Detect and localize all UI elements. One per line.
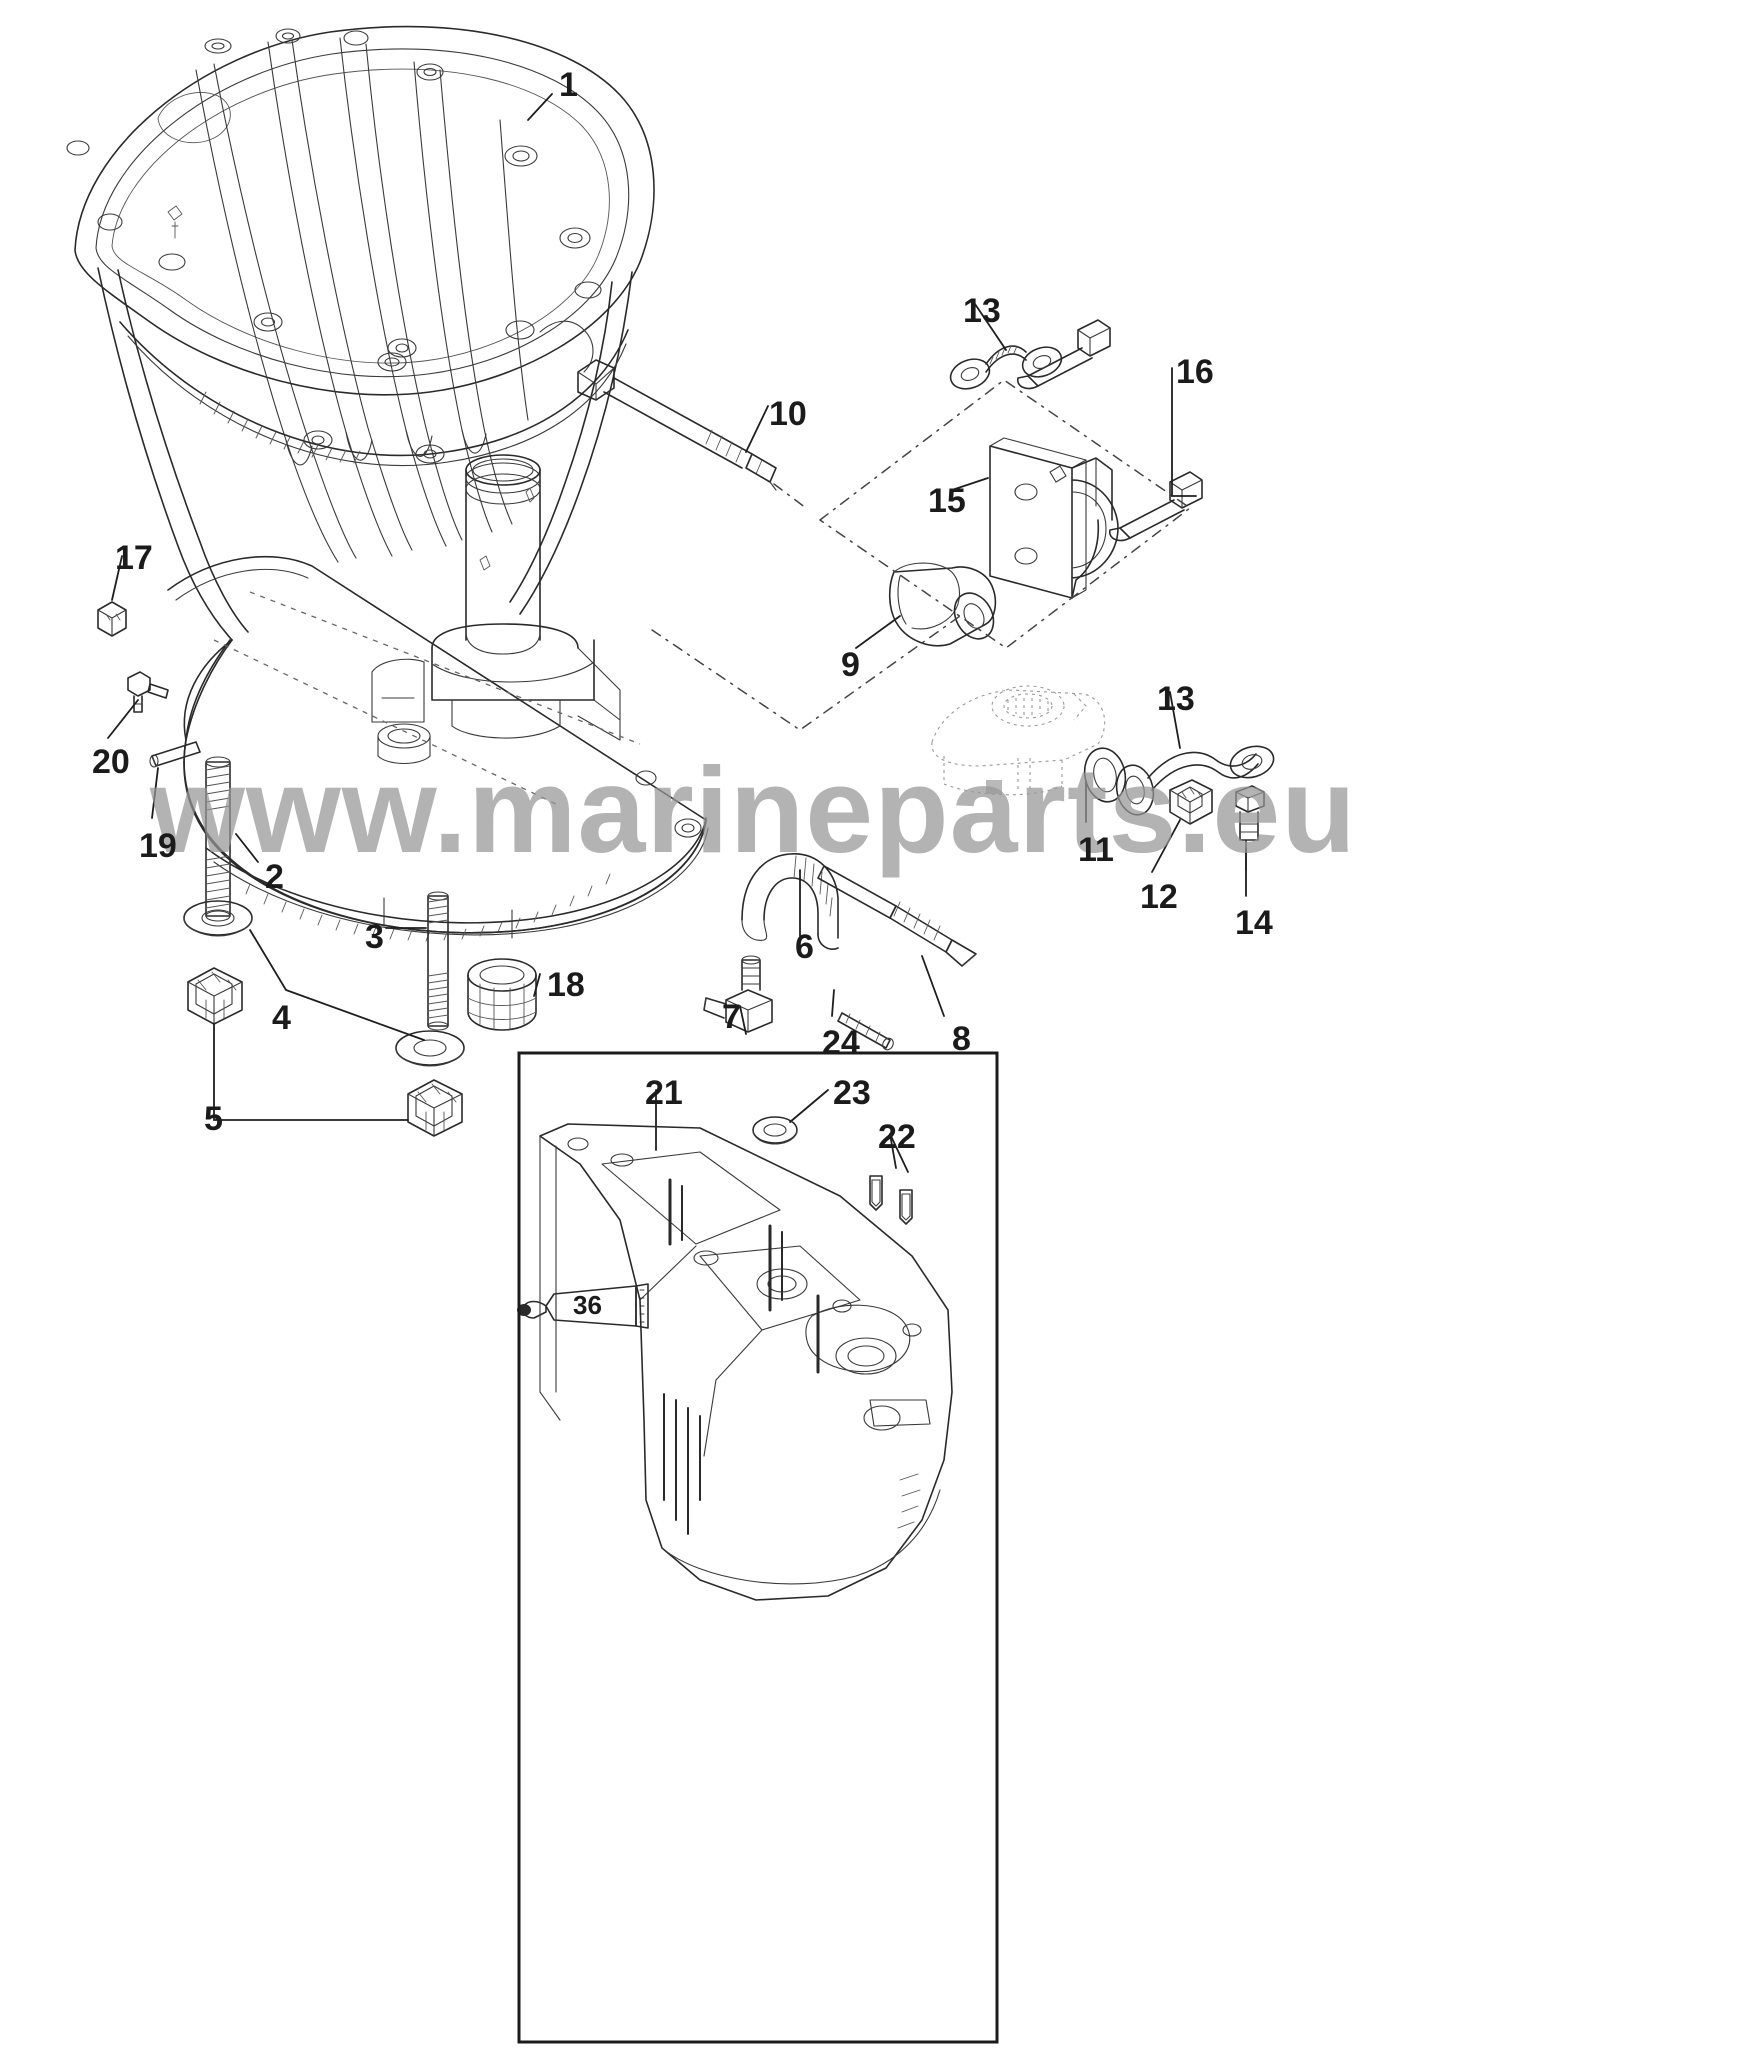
callout-15: 15 xyxy=(928,482,966,520)
part-15-clamp-bracket xyxy=(989,437,1119,599)
callout-13-lower: 13 xyxy=(1157,680,1195,718)
callout-18: 18 xyxy=(547,966,585,1004)
inset-frame xyxy=(517,1051,999,2044)
callout-16: 16 xyxy=(1176,353,1214,391)
part-9-mount-bushing xyxy=(888,562,997,647)
callout-14: 14 xyxy=(1235,904,1273,942)
part-23-washer xyxy=(752,1116,798,1145)
part-18-seal-ring xyxy=(467,958,537,1031)
part-6-hose xyxy=(741,853,839,950)
part-11-grommet xyxy=(1083,747,1155,816)
part-17-plug xyxy=(97,601,127,637)
phantom-locator-upper xyxy=(818,379,1192,649)
callout-2: 2 xyxy=(265,858,284,896)
callout-22: 22 xyxy=(878,1118,916,1156)
part-driveshaft-housing xyxy=(66,25,709,942)
part-19-pin xyxy=(149,741,201,768)
part-13-ground-wire-lower xyxy=(1147,745,1275,791)
part-24-roll-pin xyxy=(837,1012,894,1051)
part-5-locknuts xyxy=(187,967,463,1137)
part-14-screw xyxy=(1235,785,1265,871)
callout-3: 3 xyxy=(365,918,384,956)
part-21-lower-mount-bracket xyxy=(539,1123,953,1601)
callout-21: 21 xyxy=(645,1074,683,1112)
callout-10: 10 xyxy=(769,395,807,433)
callout-12: 12 xyxy=(1140,878,1178,916)
part-8-screw xyxy=(817,865,977,967)
leader-lines xyxy=(107,93,1247,1173)
part-2-stud xyxy=(205,756,231,922)
ghost-swivel-bracket xyxy=(931,685,1106,796)
callout-11: 11 xyxy=(1078,831,1114,869)
callout-1: 1 xyxy=(559,66,578,104)
part-4-washers xyxy=(183,900,465,1067)
callout-13-upper: 13 xyxy=(963,292,1001,330)
part-10-long-bolt xyxy=(577,359,777,491)
callout-24: 24 xyxy=(822,1024,860,1062)
callout-19: 19 xyxy=(139,827,177,865)
sealant-tube-marking: 36 xyxy=(573,1290,602,1320)
callout-9: 9 xyxy=(841,646,860,684)
callout-7: 7 xyxy=(722,998,741,1036)
callout-5: 5 xyxy=(204,1100,223,1138)
part-3-bolt xyxy=(427,891,449,1031)
phantom-locator-lower xyxy=(651,615,961,731)
callout-4: 4 xyxy=(272,999,291,1037)
part-22-keys xyxy=(869,1175,913,1225)
part-13-ground-wire-upper xyxy=(949,345,1063,390)
callout-17: 17 xyxy=(115,539,153,577)
part-12-nut xyxy=(1169,779,1213,825)
callout-8: 8 xyxy=(952,1020,971,1058)
part-7-fitting xyxy=(703,955,773,1033)
callout-6: 6 xyxy=(795,928,814,966)
callout-20: 20 xyxy=(92,743,130,781)
part-16-bolts xyxy=(1016,319,1203,542)
callout-23: 23 xyxy=(833,1074,871,1112)
